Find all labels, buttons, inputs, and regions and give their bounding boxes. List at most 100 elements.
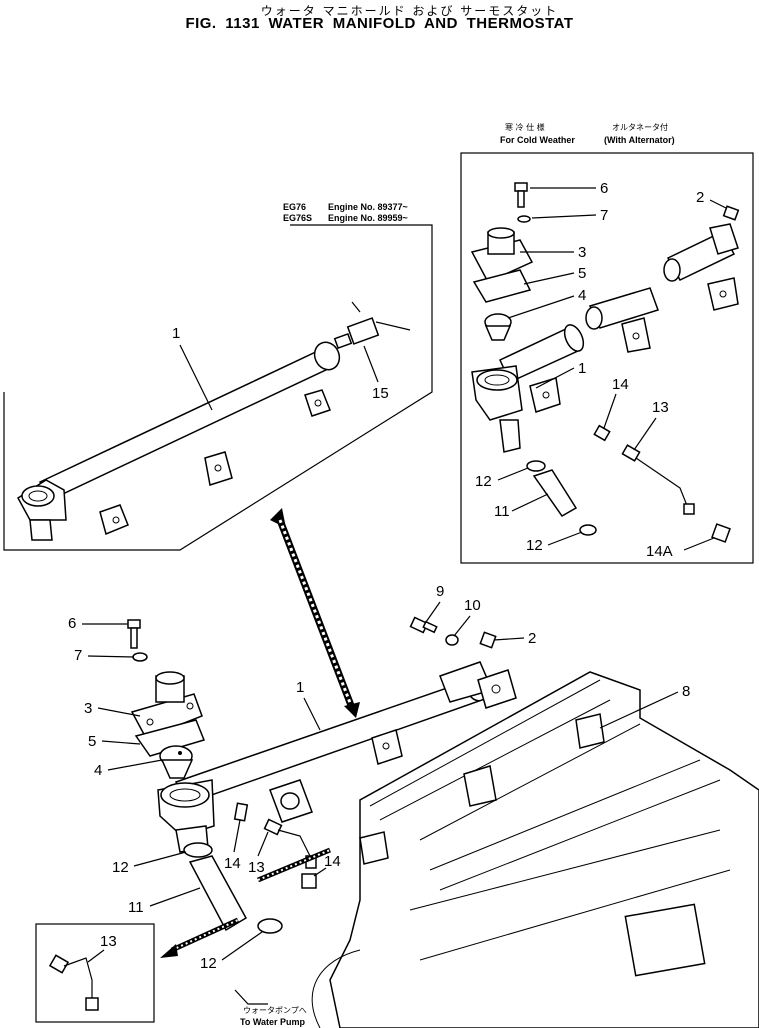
variant-model-2: EG76S: [283, 213, 312, 223]
leader-7: [87, 655, 135, 658]
variant-engine-no-1: Engine No. 89377~: [328, 202, 408, 212]
leader-cold-4: [507, 295, 575, 319]
leader-cold-14A: [683, 537, 715, 551]
leader-variant-15: [363, 345, 379, 383]
cold-weather-variant-box: 寒 冷 仕 様 For Cold Weather オルタネータ付 (With A…: [460, 122, 754, 564]
callout-2: 2: [528, 630, 536, 647]
callout-variant-15: 15: [372, 385, 389, 402]
leader-12-lower: [221, 931, 263, 961]
tube-13-inset-box: 13: [35, 923, 155, 1023]
callout-cold-7: 7: [600, 207, 608, 224]
leader-4: [107, 759, 163, 771]
leader-inset-13: [87, 949, 105, 963]
bolt-6: [127, 619, 141, 649]
callout-5: 5: [88, 733, 96, 750]
figure-title: FIG. 1131 WATER MANIFOLD AND THERMOSTAT: [185, 15, 574, 32]
callout-10: 10: [464, 597, 481, 614]
callout-cold-14A: 14A: [646, 543, 673, 560]
variant-model-1: EG76: [283, 202, 306, 212]
callout-cold-2: 2: [696, 189, 704, 206]
callout-cold-12-lower: 12: [526, 537, 543, 554]
callout-9: 9: [436, 583, 444, 600]
callout-13: 13: [248, 859, 265, 876]
callout-1: 1: [296, 679, 304, 696]
manifold-mounting-pad-b: [575, 713, 605, 749]
variant-box-outline: [3, 224, 433, 551]
callout-6: 6: [68, 615, 76, 632]
leader-cold-1: [535, 367, 575, 389]
callout-variant-1: 1: [172, 325, 180, 342]
leader-10: [453, 615, 471, 637]
leader-12-upper: [133, 851, 187, 867]
callout-8: 8: [682, 683, 690, 700]
plug-2-cold: [722, 205, 740, 221]
clamp-12-cold-lower: [579, 524, 597, 536]
connector-14-cold: [593, 424, 611, 442]
clamp-12-upper: [183, 842, 213, 858]
leader-cold-5: [523, 272, 575, 285]
cold-weather-box-outline: [460, 152, 754, 564]
callout-7: 7: [74, 647, 82, 664]
water-pump-direction-arrow: [160, 847, 331, 958]
figure-title-japanese: ウォータ マニホールド および サーモスタット: [260, 4, 559, 18]
leader-1: [303, 697, 321, 731]
water-manifold-1: [157, 661, 517, 853]
leader-cold-14: [603, 393, 617, 429]
callout-cold-12-upper: 12: [475, 473, 492, 490]
plug-2: [479, 631, 497, 649]
leader-variant-1: [179, 344, 213, 411]
thermostat-4: [159, 745, 194, 779]
thermostat-cover-3: [130, 671, 203, 739]
clamp-12-cold-upper: [526, 460, 546, 472]
connector-14A-cold: [711, 523, 731, 543]
thermostat-4-cold: [484, 313, 512, 341]
callout-cold-3: 3: [578, 244, 586, 261]
hose-11-cold: [532, 469, 578, 517]
callout-12-upper: 12: [112, 859, 129, 876]
leader-11: [149, 887, 201, 907]
assembly-reference-arrow: [270, 508, 360, 718]
cold-weather-heading: For Cold Weather: [500, 135, 575, 145]
leader-14-lower: [313, 867, 327, 877]
cold-weather-heading-jp: 寒 冷 仕 様: [505, 122, 545, 132]
gasket-5-cold: [472, 269, 532, 303]
callout-14-lower: 14: [324, 853, 341, 870]
leader-cold-11: [511, 493, 549, 512]
leader-14-upper: [233, 819, 241, 853]
inset-box-outline: [35, 923, 155, 1023]
leader-cold-2: [709, 199, 727, 209]
callout-12-lower: 12: [200, 955, 217, 972]
callout-11: 11: [128, 899, 144, 916]
callout-cold-14: 14: [612, 376, 629, 393]
leader-2: [493, 637, 525, 641]
leader-8: [599, 691, 679, 729]
water-pump-note: To Water Pump: [240, 1017, 306, 1027]
bolt-9: [409, 616, 438, 634]
bolt-6-cold: [514, 182, 528, 208]
leader-3: [97, 707, 141, 717]
leader-cold-13: [633, 417, 657, 451]
gasket-5: [134, 719, 206, 757]
leader-13: [257, 831, 269, 857]
engine-number-variant-box: EG76 Engine No. 89377~ EG76S Engine No. …: [3, 202, 433, 551]
alternator-heading: (With Alternator): [604, 135, 675, 145]
callout-3: 3: [84, 700, 92, 717]
thermostat-cover-3-cold: [470, 227, 534, 283]
callout-inset-13: 13: [100, 933, 117, 950]
engine-block: [311, 671, 759, 1028]
callout-cold-5: 5: [578, 265, 586, 282]
callout-cold-6: 6: [600, 180, 608, 197]
callout-cold-1: 1: [578, 360, 586, 377]
alternator-heading-jp: オルタネータ付: [612, 122, 668, 132]
tube-13: [263, 818, 317, 869]
water-pump-leader: [234, 989, 268, 1005]
variant-engine-no-2: Engine No. 89959~: [328, 213, 408, 223]
connector-14-lower: [301, 873, 317, 889]
callout-4: 4: [94, 762, 102, 779]
water-manifold-1-cold: [471, 324, 585, 453]
variant-water-manifold: [17, 341, 341, 541]
hose-11: [188, 855, 248, 932]
alternator-manifold-cold: [585, 223, 739, 353]
callout-cold-4: 4: [578, 287, 586, 304]
